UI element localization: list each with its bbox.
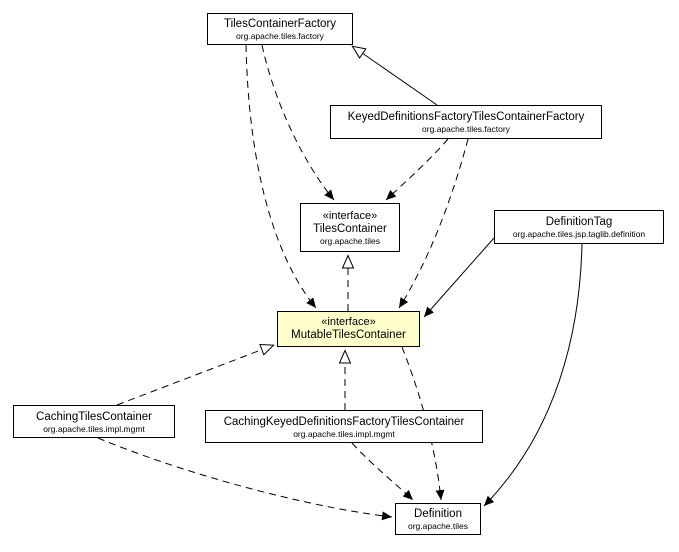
class-package: org.apache.tiles xyxy=(319,235,380,246)
node-tiles-container[interactable]: «interface» TilesContainer org.apache.ti… xyxy=(300,203,400,252)
edge-kdftcf-depends-tc xyxy=(385,138,449,201)
class-package: org.apache.tiles.impl.mgmt xyxy=(43,423,145,434)
edge-ctc-depends-def xyxy=(97,437,393,521)
edge-tcf-depends-mtc xyxy=(245,44,317,309)
class-package: org.apache.tiles.impl.mgmt xyxy=(293,428,395,439)
class-package: org.apache.tiles.factory xyxy=(236,31,324,41)
edge-ckdftc-depends-def xyxy=(351,442,414,501)
node-definition-tag[interactable]: DefinitionTag org.apache.tiles.jsp.tagli… xyxy=(494,210,664,244)
class-name: Definition xyxy=(414,508,462,520)
node-definition[interactable]: Definition org.apache.tiles xyxy=(395,503,481,535)
class-name: CachingKeyedDefinitionsFactoryTilesConta… xyxy=(223,415,465,428)
edge-dt-association-mtc xyxy=(423,237,495,318)
node-mutable-tiles-container[interactable]: «interface» MutableTilesContainer xyxy=(277,311,420,347)
edge-kdftcf-extends-tcf xyxy=(351,45,438,106)
node-caching-tiles-container[interactable]: CachingTilesContainer org.apache.tiles.i… xyxy=(13,405,175,438)
edge-kdftcf-depends-mtc xyxy=(398,138,469,309)
class-name: CachingTilesContainer xyxy=(36,410,152,423)
class-package: org.apache.tiles xyxy=(407,521,468,531)
class-stereotype: «interface» xyxy=(322,209,378,222)
class-package: org.apache.tiles.factory xyxy=(422,124,510,134)
node-caching-keyed-definitions-factory-tiles-container[interactable]: CachingKeyedDefinitionsFactoryTilesConta… xyxy=(205,410,483,443)
node-tiles-container-factory[interactable]: TilesContainerFactory org.apache.tiles.f… xyxy=(207,13,353,45)
class-package: org.apache.tiles.jsp.taglib.definition xyxy=(512,229,646,239)
node-keyed-definitions-factory-tiles-container-factory[interactable]: KeyedDefinitionsFactoryTilesContainerFac… xyxy=(330,105,602,139)
edge-dt-association-def xyxy=(483,243,583,507)
edge-tcf-depends-tc xyxy=(261,44,335,201)
class-name: KeyedDefinitionsFactoryTilesContainerFac… xyxy=(347,111,585,123)
edge-mtc-depends-def xyxy=(401,346,445,501)
class-name: MutableTilesContainer xyxy=(291,329,406,341)
class-name: TilesContainerFactory xyxy=(223,18,337,30)
class-name: DefinitionTag xyxy=(545,216,613,228)
class-name: TilesContainer xyxy=(313,222,387,235)
edge-ctc-implements-mtc xyxy=(116,343,275,406)
class-stereotype: «interface» xyxy=(321,316,376,328)
